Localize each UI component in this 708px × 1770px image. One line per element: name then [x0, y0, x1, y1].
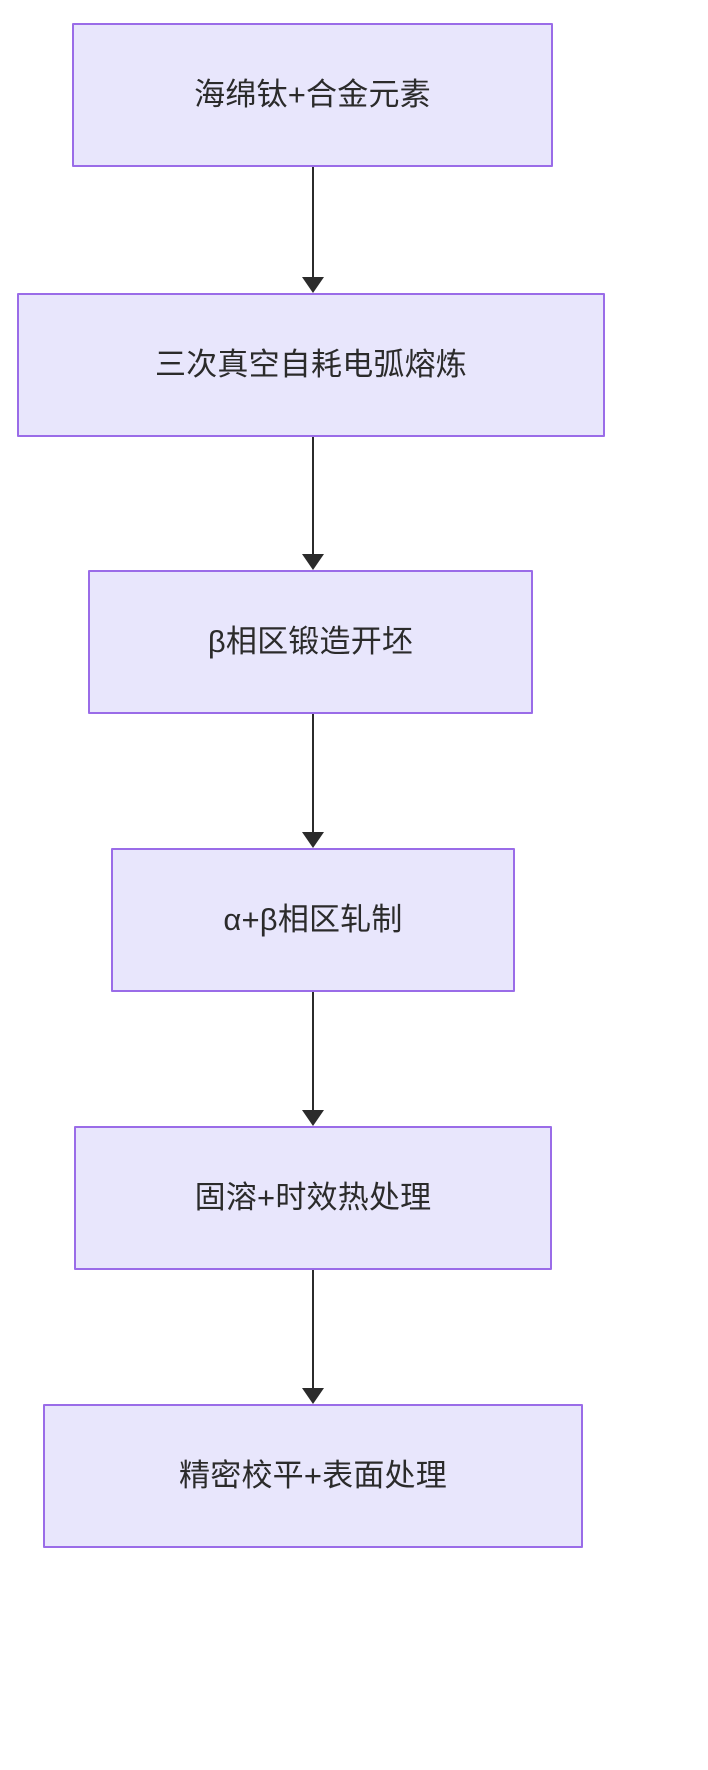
edge-line — [312, 1270, 314, 1388]
flowchart-node-n1[interactable]: 海绵钛+合金元素 — [72, 23, 553, 167]
flowchart-node-label: β相区锻造开坯 — [207, 624, 414, 660]
flowchart-node-label: 精密校平+表面处理 — [179, 1458, 447, 1494]
arrowhead-icon — [302, 277, 324, 293]
flowchart-node-n4[interactable]: α+β相区轧制 — [111, 848, 515, 992]
arrowhead-icon — [302, 1388, 324, 1404]
flowchart-node-n5[interactable]: 固溶+时效热处理 — [74, 1126, 552, 1270]
edge-line — [312, 167, 314, 277]
arrowhead-icon — [302, 832, 324, 848]
flowchart-node-label: 海绵钛+合金元素 — [194, 77, 431, 113]
flowchart-node-label: 三次真空自耗电弧熔炼 — [155, 347, 467, 383]
flowchart-node-n6[interactable]: 精密校平+表面处理 — [43, 1404, 583, 1548]
flowchart-node-n2[interactable]: 三次真空自耗电弧熔炼 — [17, 293, 605, 437]
arrowhead-icon — [302, 1110, 324, 1126]
edge-line — [312, 714, 314, 832]
arrowhead-icon — [302, 554, 324, 570]
edge-line — [312, 992, 314, 1110]
flowchart-node-label: α+β相区轧制 — [223, 902, 403, 938]
flowchart-node-n3[interactable]: β相区锻造开坯 — [88, 570, 533, 714]
flowchart-node-label: 固溶+时效热处理 — [194, 1180, 432, 1216]
edge-line — [312, 437, 314, 554]
